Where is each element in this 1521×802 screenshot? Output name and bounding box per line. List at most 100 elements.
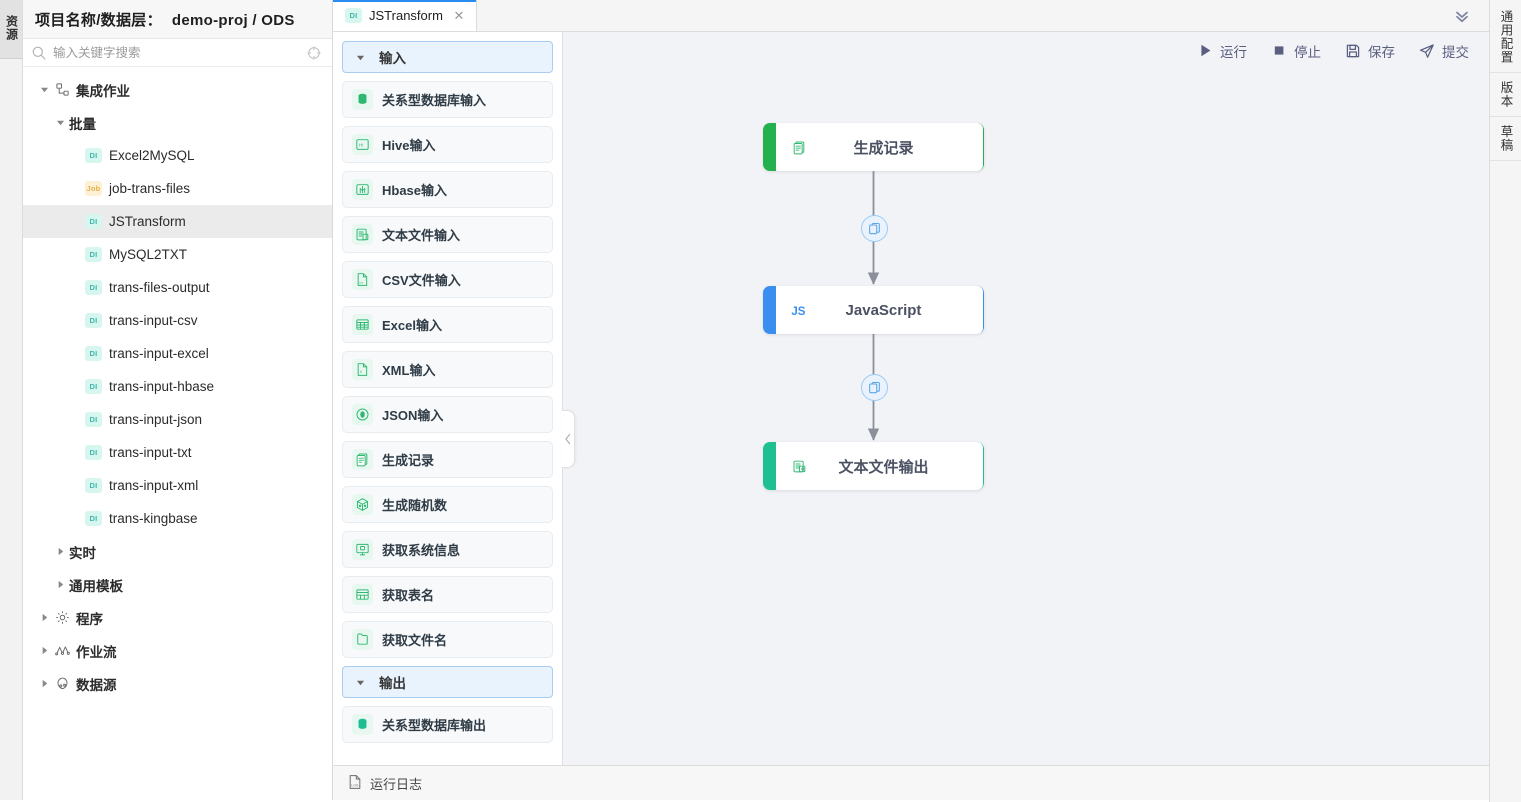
link-midpoint-copy-rows-icon[interactable] <box>861 214 888 242</box>
submit-icon <box>1419 43 1435 59</box>
database-in-icon <box>352 89 373 110</box>
job-badge-icon: Job <box>85 181 102 196</box>
tree-item-批量[interactable]: 批量 <box>23 106 332 139</box>
left-rail-tab-resources[interactable]: 资源 <box>0 0 22 59</box>
tab-bar-actions <box>1449 0 1489 31</box>
tree-item-数据源[interactable]: 数据源 <box>23 667 332 700</box>
tree-item-实时[interactable]: 实时 <box>23 535 332 568</box>
tree-item-label: 集成作业 <box>76 83 130 99</box>
right-rail-tab-general-config[interactable]: 通用配置 <box>1490 2 1521 73</box>
palette-collapse-handle[interactable] <box>562 410 575 468</box>
tree-item-程序[interactable]: 程序 <box>23 601 332 634</box>
palette-item-Hbase输入[interactable]: Hbase输入 <box>342 171 553 208</box>
caret-right-icon[interactable] <box>53 578 67 592</box>
save-button[interactable]: 保存 <box>1345 41 1395 61</box>
palette-item-label: 生成记录 <box>382 453 435 468</box>
palette-item-获取表名[interactable]: 获取表名 <box>342 576 553 613</box>
palette-item-Excel输入[interactable]: Excel输入 <box>342 306 553 343</box>
palette-item-JSON输入[interactable]: JSON输入 <box>342 396 553 433</box>
hbase-icon <box>352 179 373 200</box>
datasource-icon <box>53 675 71 693</box>
search-icon <box>31 45 47 61</box>
tab-label: JSTransform <box>369 8 443 23</box>
palette-group-输出[interactable]: 输出 <box>342 666 553 698</box>
tree-item-label: 通用模板 <box>69 578 123 594</box>
node-body: 生成记录 <box>776 123 984 171</box>
tree-item-label: 程序 <box>76 611 103 627</box>
caret-down-icon[interactable] <box>37 83 51 97</box>
right-rail-tab-version[interactable]: 版本 <box>1490 73 1521 117</box>
system-info-icon <box>352 539 373 560</box>
tab-bar: DI JSTransform ✕ <box>333 0 1489 32</box>
canvas-node-文本文件输出[interactable]: 文本文件输出 <box>763 442 984 490</box>
tree-item-集成作业[interactable]: 集成作业 <box>23 73 332 106</box>
target-refresh-icon[interactable] <box>306 45 322 61</box>
page-title: 项目名称/数据层：demo-proj / ODS <box>35 9 295 30</box>
tree-item-label: 作业流 <box>76 644 117 660</box>
tree-item-通用模板[interactable]: 通用模板 <box>23 568 332 601</box>
svg-text:JS: JS <box>791 306 805 318</box>
run-log-tab[interactable]: LOG 运行日志 <box>347 774 422 793</box>
stop-icon <box>1271 43 1287 59</box>
palette-item-label: 获取文件名 <box>382 633 448 648</box>
tree-item-作业流[interactable]: 作业流 <box>23 634 332 667</box>
link-midpoint-copy-rows-icon[interactable] <box>861 373 888 401</box>
tab-jstransform[interactable]: DI JSTransform ✕ <box>333 0 477 31</box>
caret-none <box>69 413 83 427</box>
caret-right-icon[interactable] <box>37 644 51 658</box>
caret-right-icon[interactable] <box>37 677 51 691</box>
run-button[interactable]: 运行 <box>1197 41 1247 61</box>
caret-none <box>69 314 83 328</box>
caret-none <box>69 149 83 163</box>
search-input[interactable] <box>47 44 306 61</box>
caret-down-icon[interactable] <box>53 116 67 130</box>
svg-text:Hi: Hi <box>359 143 363 148</box>
submit-button[interactable]: 提交 <box>1419 41 1469 61</box>
palette-item-关系型数据库输入[interactable]: 关系型数据库输入 <box>342 81 553 118</box>
palette-item-关系型数据库输出[interactable]: 关系型数据库输出 <box>342 706 553 743</box>
caret-none <box>69 215 83 229</box>
caret-right-icon[interactable] <box>53 545 67 559</box>
node-accent-bar <box>763 442 776 490</box>
canvas-node-生成记录[interactable]: 生成记录 <box>763 123 984 171</box>
di-badge-icon: DI <box>85 214 102 229</box>
caret-none <box>69 182 83 196</box>
double-chevron-down-icon[interactable] <box>1449 3 1475 29</box>
palette-item-文本文件输入[interactable]: 文本文件输入 <box>342 216 553 253</box>
palette-item-获取文件名[interactable]: 获取文件名 <box>342 621 553 658</box>
close-icon[interactable]: ✕ <box>453 8 465 23</box>
palette-item-生成记录[interactable]: 生成记录 <box>342 441 553 478</box>
right-rail-tab-draft[interactable]: 草稿 <box>1490 117 1521 161</box>
right-rail: 通用配置版本草稿 <box>1489 0 1521 802</box>
explorer-header: 项目名称/数据层：demo-proj / ODS <box>23 0 332 39</box>
palette-group-输入[interactable]: 输入 <box>342 41 553 73</box>
stop-button[interactable]: 停止 <box>1271 41 1321 61</box>
palette-item-获取系统信息[interactable]: 获取系统信息 <box>342 531 553 568</box>
search-row <box>23 39 332 67</box>
page-title-prefix: 项目名称/数据层： <box>35 11 162 29</box>
random-dice-icon <box>352 494 373 515</box>
tree-item-label: trans-input-excel <box>109 346 209 361</box>
caret-right-icon[interactable] <box>37 611 51 625</box>
text-file-out-icon <box>784 451 814 481</box>
palette-item-生成随机数[interactable]: 生成随机数 <box>342 486 553 523</box>
